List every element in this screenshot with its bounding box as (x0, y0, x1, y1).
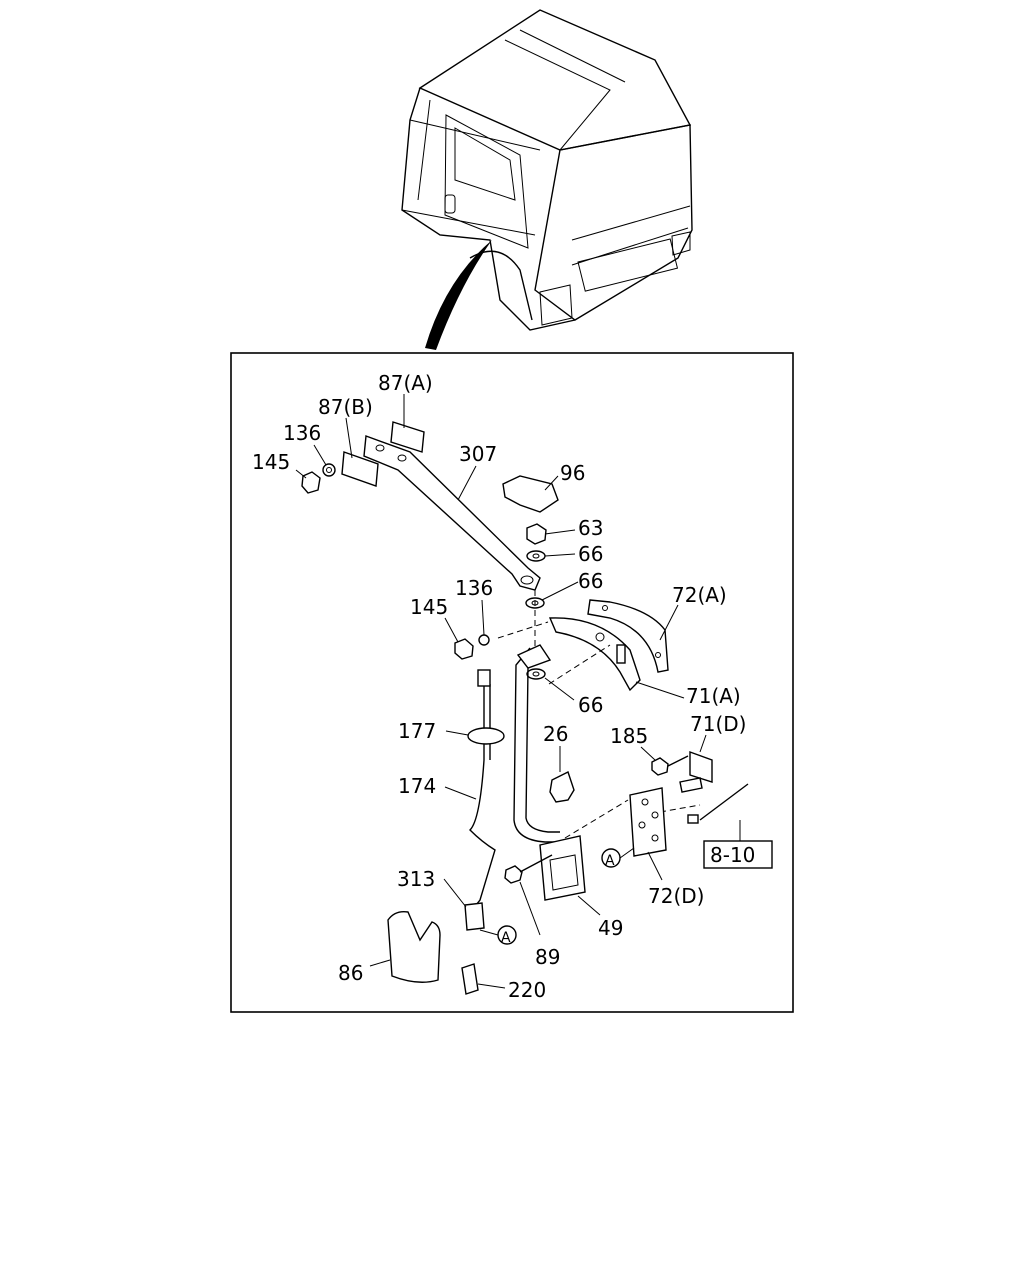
label-87a: 87(A) (378, 371, 433, 395)
plate-87b (341, 451, 379, 487)
label-177: 177 (398, 719, 436, 743)
label-145-top: 145 (252, 450, 290, 474)
label-86: 86 (338, 961, 363, 985)
bracket-71a (548, 617, 641, 692)
leader-lines (295, 394, 741, 989)
label-63: 63 (578, 516, 603, 540)
label-220: 220 (508, 978, 546, 1002)
label-174: 174 (398, 774, 436, 798)
label-26: 26 (543, 722, 568, 746)
label-307: 307 (459, 442, 497, 466)
label-185: 185 (610, 724, 648, 748)
ref-box-8-10 (703, 840, 773, 869)
label-72d: 72(D) (648, 884, 704, 908)
label-8-10: 8-10 (710, 843, 755, 867)
label-callout-a-left: A (501, 930, 511, 946)
label-89: 89 (535, 945, 560, 969)
label-71d: 71(D) (690, 712, 746, 736)
plate-87a (390, 421, 425, 453)
label-313: 313 (397, 867, 435, 891)
plate-72d (629, 787, 667, 857)
label-87b: 87(B) (318, 395, 373, 419)
stay-arm-307 (363, 435, 541, 591)
bracket-72a (587, 599, 669, 673)
label-71a: 71(A) (686, 684, 741, 708)
label-96: 96 (560, 461, 585, 485)
truck-cab-illustration (401, 9, 693, 350)
label-66-a: 66 (578, 542, 603, 566)
label-136-mid: 136 (455, 576, 493, 600)
label-66-b: 66 (578, 569, 603, 593)
label-72a: 72(A) (672, 583, 727, 607)
bracket-71d (689, 751, 713, 783)
cap-96 (502, 475, 559, 513)
label-66-c: 66 (578, 693, 603, 717)
detail-frame (230, 352, 794, 1013)
label-49: 49 (598, 916, 623, 940)
cover-86 (387, 910, 441, 983)
label-136-top: 136 (283, 421, 321, 445)
clamp-26 (549, 771, 575, 803)
label-145-mid: 145 (410, 595, 448, 619)
part-labels: 87(A) 87(B) 136 145 307 96 63 66 66 72(A… (252, 371, 755, 1002)
base-49 (539, 835, 586, 901)
label-callout-a-right: A (605, 853, 615, 869)
parts (301, 421, 773, 995)
